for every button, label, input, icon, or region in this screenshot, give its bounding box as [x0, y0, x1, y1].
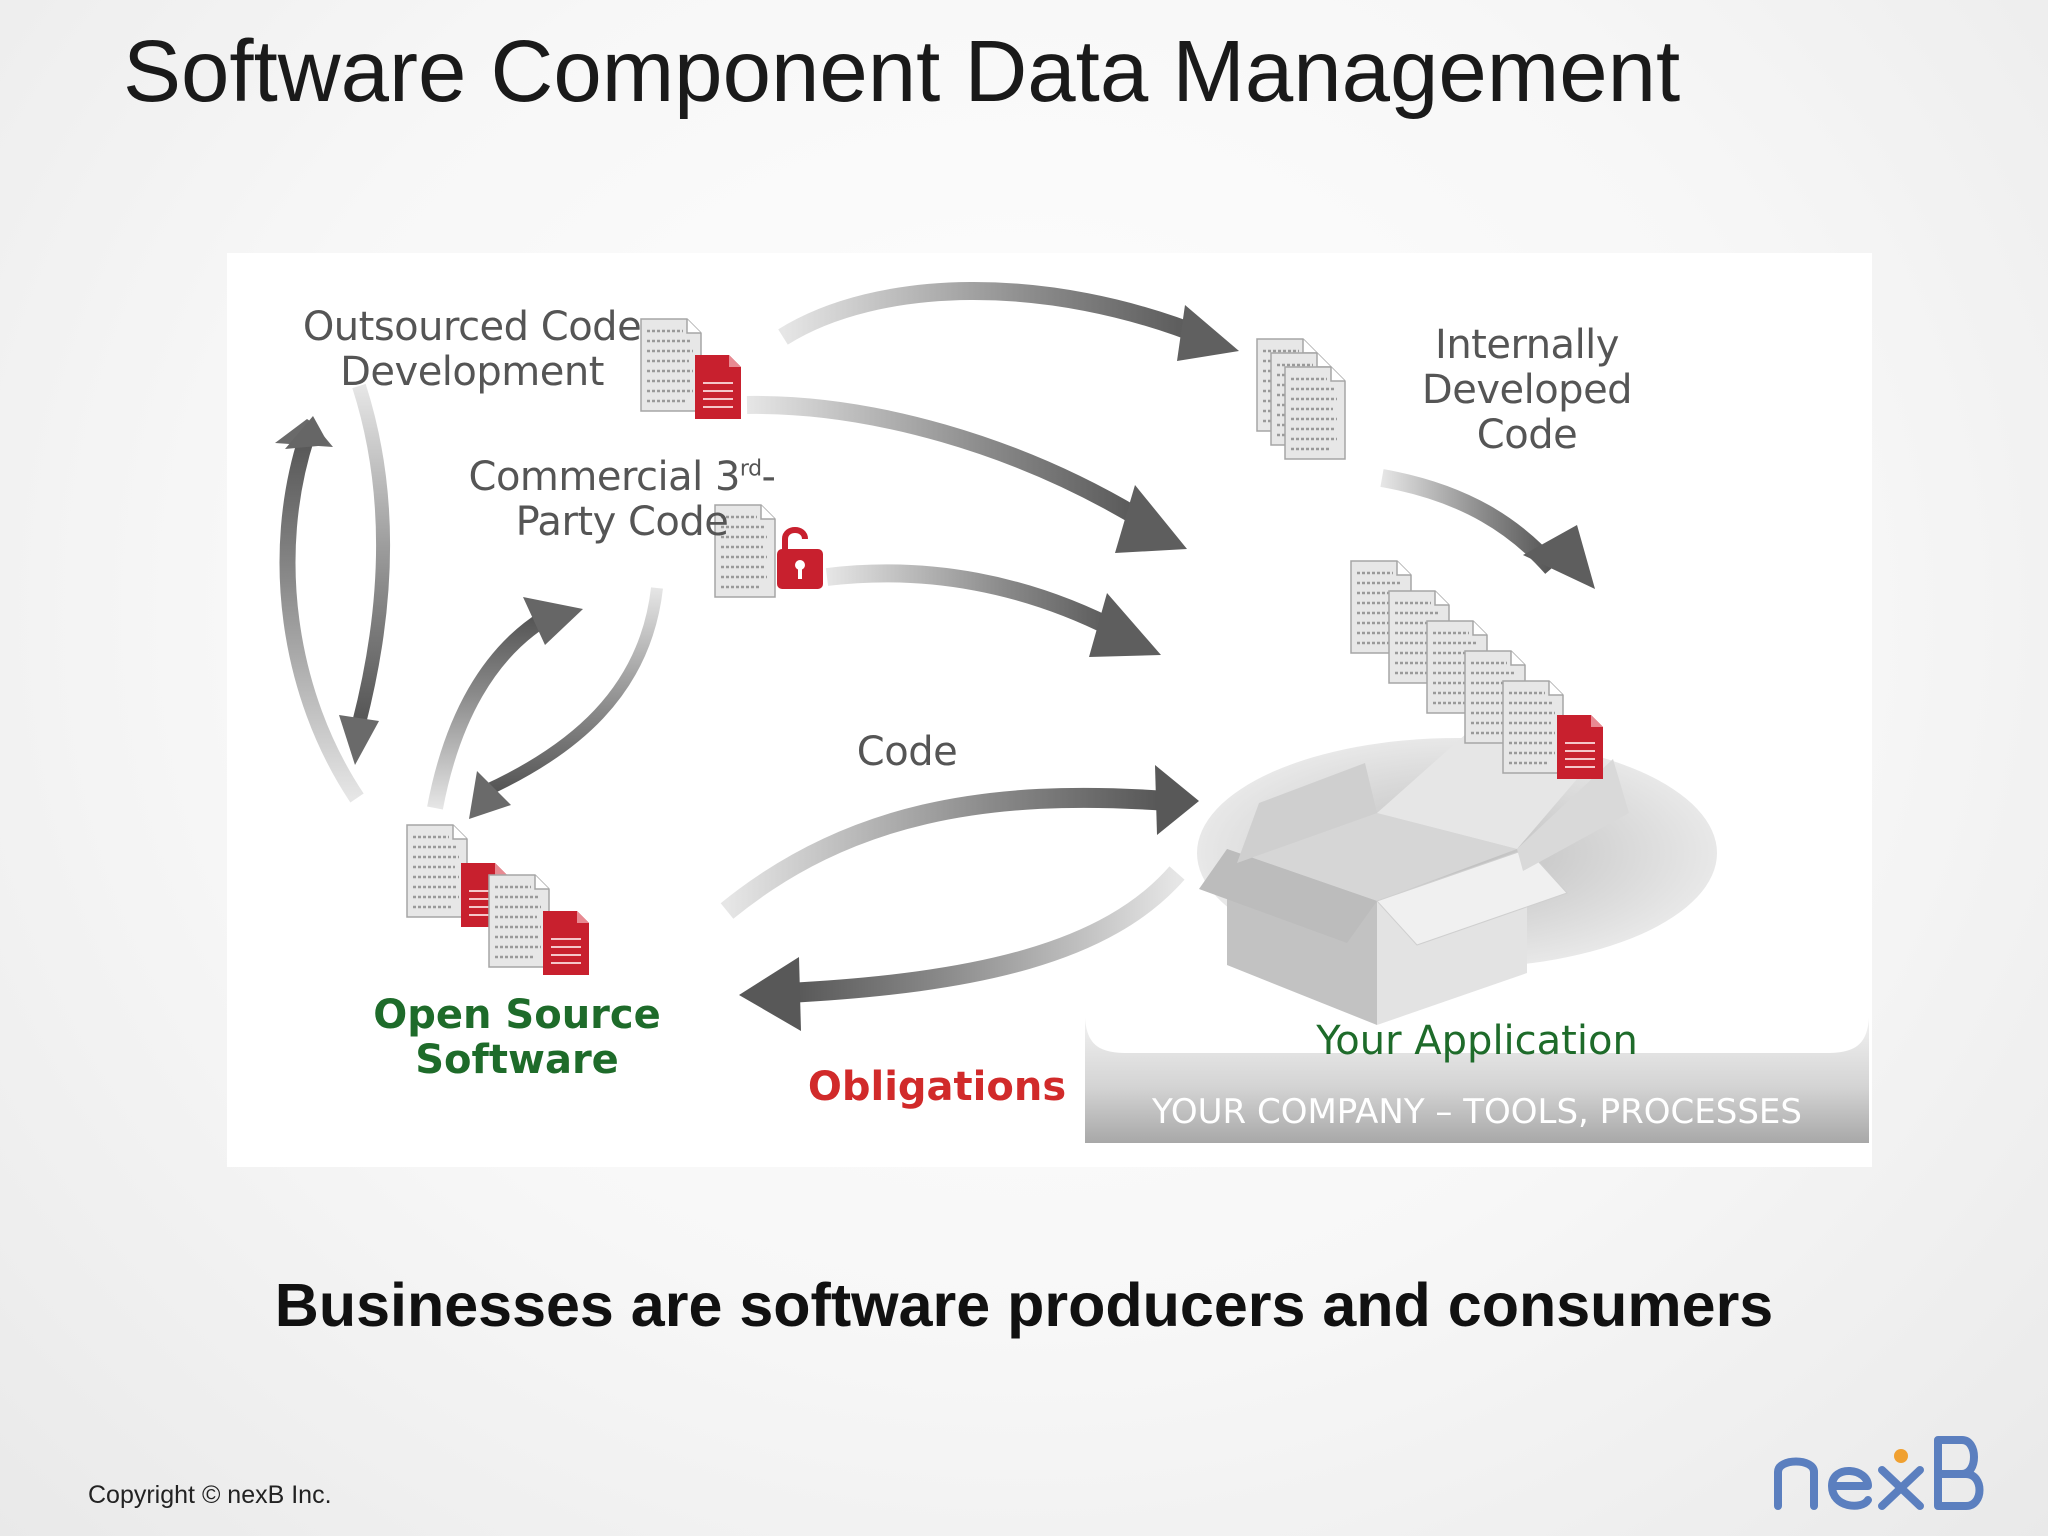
- open-source-label: Open Source Software: [373, 992, 661, 1083]
- commercial-code-label-a: Commercial 3: [468, 454, 741, 500]
- commercial-code-docs-icon: [713, 503, 823, 599]
- commercial-code-label: Commercial 3rd- Party Code: [417, 455, 827, 545]
- arrow-outsourced-to-opensource: [339, 383, 391, 765]
- diagram-panel: Outsourced Code Development Commercial 3…: [227, 253, 1872, 1167]
- open-box-icon: [1199, 733, 1629, 1025]
- your-application-label: Your Application: [1316, 1018, 1638, 1064]
- commercial-code-label-b: - Party Code: [515, 454, 776, 545]
- arrow-commercial-to-opensource: [469, 587, 663, 819]
- nexb-logo-graphic: [1774, 1436, 1984, 1510]
- slide-subtitle: Businesses are software producers and co…: [274, 1271, 1774, 1339]
- padlock-icon: [777, 527, 823, 589]
- copyright-notice: Copyright © nexB Inc.: [88, 1481, 332, 1509]
- commercial-code-label-sup: rd: [739, 456, 762, 482]
- arrow-top-to-internal: [778, 282, 1239, 361]
- obligations-label: Obligations: [807, 1064, 1067, 1110]
- arrow-obligations-to-opensource: [739, 866, 1185, 1031]
- arrow-commercial-to-app: [825, 564, 1161, 657]
- arrow-outsourced-to-app: [746, 395, 1187, 553]
- arrow-opensource-to-outsourced: [275, 416, 364, 803]
- internal-code-docs-icon: [1255, 337, 1347, 461]
- opensource-docs-icon: [405, 823, 590, 976]
- internal-code-label: Internally Developed Code: [1421, 322, 1633, 458]
- arrow-code-to-app: [720, 765, 1199, 919]
- nexb-logo: [1770, 1420, 2010, 1525]
- slide-title: Software Component Data Management: [123, 23, 1681, 120]
- arrow-internal-to-app: [1380, 469, 1595, 589]
- company-band: [1085, 1018, 1869, 1143]
- arrow-opensource-to-commercial: [427, 597, 583, 810]
- code-label: Code: [856, 729, 958, 775]
- company-band-label: YOUR COMPANY – TOOLS, PROCESSES: [1151, 1092, 1802, 1132]
- outsourced-code-label: Outsourced Code Development: [302, 304, 642, 395]
